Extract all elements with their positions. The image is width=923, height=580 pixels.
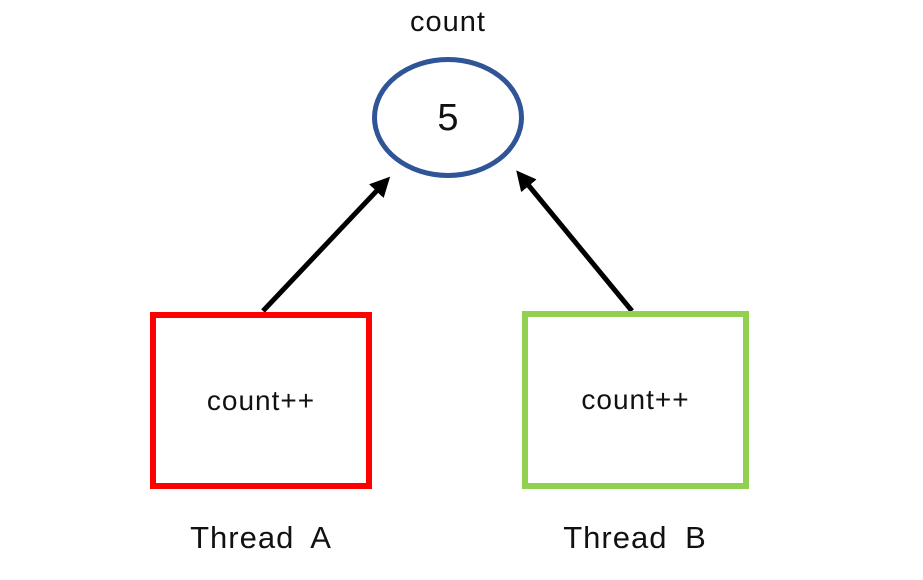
shared-variable-value: 5 xyxy=(437,96,459,139)
thread-a-box: count++ xyxy=(150,312,372,489)
shared-variable-label: count xyxy=(410,6,486,38)
arrow-thread-a-to-count xyxy=(261,176,391,313)
arrow-thread-b-to-count xyxy=(516,170,634,313)
shared-variable-ellipse: 5 xyxy=(372,57,524,178)
thread-b-operation: count++ xyxy=(581,384,690,415)
thread-b-label: Thread B xyxy=(563,520,707,555)
thread-a-operation: count++ xyxy=(206,384,316,416)
thread-a-label: Thread A xyxy=(190,520,332,555)
thread-b-box: count++ xyxy=(522,311,749,489)
